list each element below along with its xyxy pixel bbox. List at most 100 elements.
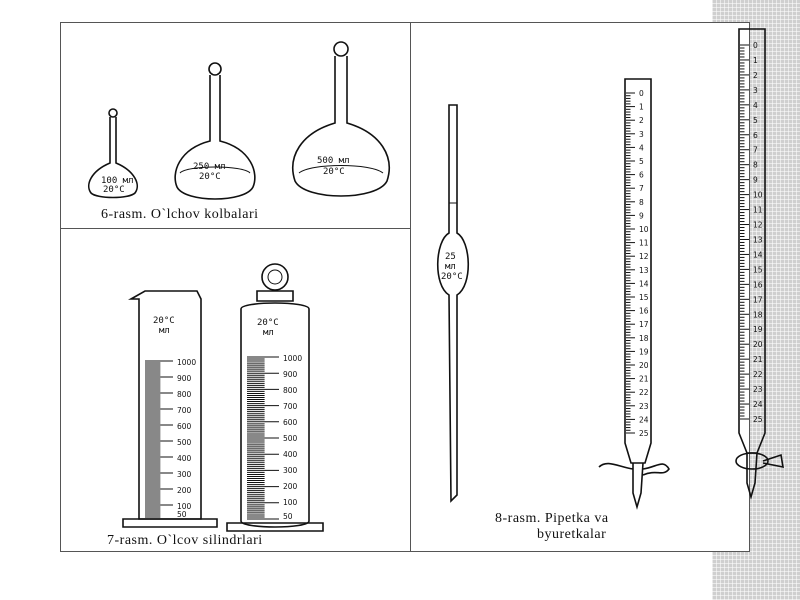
bur2-mark: 4: [753, 101, 758, 110]
bur2-mark: 20: [753, 340, 763, 349]
bur2-mark: 5: [753, 116, 758, 125]
bur1-mark: 16: [639, 307, 649, 316]
bur2-mark: 24: [753, 400, 763, 409]
bur1-mark: 5: [639, 157, 644, 166]
burette-1: 0123456789101112131415161718192021222324…: [598, 78, 670, 510]
bur1-mark: 9: [639, 211, 644, 220]
cylinder-2-mark: 900: [283, 370, 298, 379]
bur1-mark: 23: [639, 402, 649, 411]
bur2-mark: 19: [753, 325, 763, 334]
cylinder-2-mark: 600: [283, 418, 298, 427]
bur2-mark: 1: [753, 56, 758, 65]
cylinder-2-mark: 50: [283, 512, 293, 521]
caption-pipette-burettes-line1: 8-rasm. Pipetka va: [495, 511, 609, 526]
cylinder-1: 20°С мл 1000 900 800 700 600 500 400 300…: [122, 290, 218, 528]
bur1-mark: 13: [639, 266, 649, 275]
bur2-mark: 14: [753, 250, 763, 259]
pipette-temp: 20°С: [441, 272, 463, 282]
cylinder-2-mark: 700: [283, 402, 298, 411]
flasks-illustration: 100 мл 20°С 250 мл 20°С 500 мл 20°С: [87, 41, 390, 200]
bur1-mark: 7: [639, 184, 644, 193]
flask-250-volume: 250 мл: [193, 162, 226, 172]
cylinder-2-mark: 300: [283, 466, 298, 475]
bur2-mark: 17: [753, 295, 763, 304]
caption-measuring-cylinders: 7-rasm. O`lcov silindrlari: [107, 533, 263, 548]
bur1-mark: 1: [639, 103, 644, 112]
caption-volumetric-flasks: 6-rasm. O`lchov kolbalari: [101, 207, 259, 222]
panel-volumetric-flasks: 100 мл 20°С 250 мл 20°С 500 мл 20°С 6-ra…: [61, 23, 411, 229]
bur1-mark: 19: [639, 347, 649, 356]
cylinder-1-mark: 600: [177, 422, 192, 431]
bur1-mark: 25: [639, 429, 649, 438]
bur2-mark: 13: [753, 235, 763, 244]
bur2-mark: 2: [753, 71, 758, 80]
cylinder-2-temp: 20°С: [257, 318, 279, 328]
bur2-mark: 16: [753, 280, 763, 289]
flask-250: 250 мл 20°С: [174, 62, 256, 200]
bur2-mark: 11: [753, 206, 763, 215]
bur1-mark: 14: [639, 279, 649, 288]
bur1-mark: 12: [639, 252, 649, 261]
cylinder-1-mark: 700: [177, 406, 192, 415]
bur1-mark: 6: [639, 171, 644, 180]
panel-measuring-cylinders: 20°С мл 1000 900 800 700 600 500 400 300…: [61, 229, 411, 551]
bur1-mark: 3: [639, 130, 644, 139]
bur1-mark: 11: [639, 239, 649, 248]
bur2-mark: 9: [753, 176, 758, 185]
cylinder-1-mark: 800: [177, 390, 192, 399]
flask-500-volume: 500 мл: [317, 156, 350, 166]
burettes-illustration: 25 мл 20°С 01234567891011121314151617181…: [437, 28, 784, 510]
cylinder-2-unit: мл: [263, 328, 274, 338]
bur2-mark: 25: [753, 415, 763, 424]
flask-250-temp: 20°С: [199, 172, 221, 182]
bur1-mark: 24: [639, 415, 649, 424]
flask-100: 100 мл 20°С: [87, 108, 139, 199]
cylinder-1-temp: 20°С: [153, 316, 175, 326]
bur1-mark: 2: [639, 116, 644, 125]
bur1-mark: 20: [639, 361, 649, 370]
bur2-mark: 12: [753, 221, 763, 230]
cylinder-2-mark: 1000: [283, 354, 302, 363]
bur2-mark: 0: [753, 41, 758, 50]
cylinder-2-mark: 100: [283, 498, 298, 507]
bur1-mark: 17: [639, 320, 649, 329]
cylinder-2-mark: 200: [283, 482, 298, 491]
flask-500-temp: 20°С: [323, 167, 345, 177]
cylinder-1-unit: мл: [159, 326, 170, 336]
cylinder-2-mark: 500: [283, 434, 298, 443]
bur1-mark: 10: [639, 225, 649, 234]
bur1-mark: 4: [639, 143, 644, 152]
bur1-mark: 15: [639, 293, 649, 302]
pipette-volume: 25: [445, 252, 456, 262]
bur2-mark: 7: [753, 146, 758, 155]
bur1-mark: 8: [639, 198, 644, 207]
cylinder-1-mark: 200: [177, 486, 192, 495]
bur2-mark: 6: [753, 131, 758, 140]
cylinder-1-mark: 900: [177, 374, 192, 383]
cylinder-1-mark: 50: [177, 510, 187, 519]
bur1-mark: 21: [639, 375, 649, 384]
cylinder-1-mark: 300: [177, 470, 192, 479]
flask-500: 500 мл 20°С: [292, 41, 390, 197]
figure-frame: 100 мл 20°С 250 мл 20°С 500 мл 20°С 6-ra…: [60, 22, 784, 552]
cylinder-1-mark: 500: [177, 438, 192, 447]
burette-2: 0123456789101112131415161718192021222324…: [735, 28, 784, 500]
bur2-mark: 23: [753, 385, 763, 394]
bur2-mark: 15: [753, 265, 763, 274]
cylinder-2: 20°С мл 1000 900 800 700 600 500 400 300…: [226, 263, 324, 532]
bur2-mark: 3: [753, 86, 758, 95]
bur2-mark: 21: [753, 355, 763, 364]
cylinder-2-mark: 400: [283, 450, 298, 459]
bur1-mark: 22: [639, 388, 649, 397]
pipette-unit: мл: [445, 262, 456, 272]
cylinder-1-mark: 100: [177, 502, 192, 511]
caption-pipette-burettes: 8-rasm. Pipetka va byuretkalar: [495, 511, 609, 543]
bur2-mark: 22: [753, 370, 763, 379]
bur1-mark: 18: [639, 334, 649, 343]
bur2-mark: 18: [753, 310, 763, 319]
bur2-mark: 8: [753, 161, 758, 170]
pipette: 25 мл 20°С: [437, 104, 469, 503]
cylinders-illustration: 20°С мл 1000 900 800 700 600 500 400 300…: [122, 263, 324, 532]
flask-100-volume: 100 мл: [101, 176, 134, 186]
